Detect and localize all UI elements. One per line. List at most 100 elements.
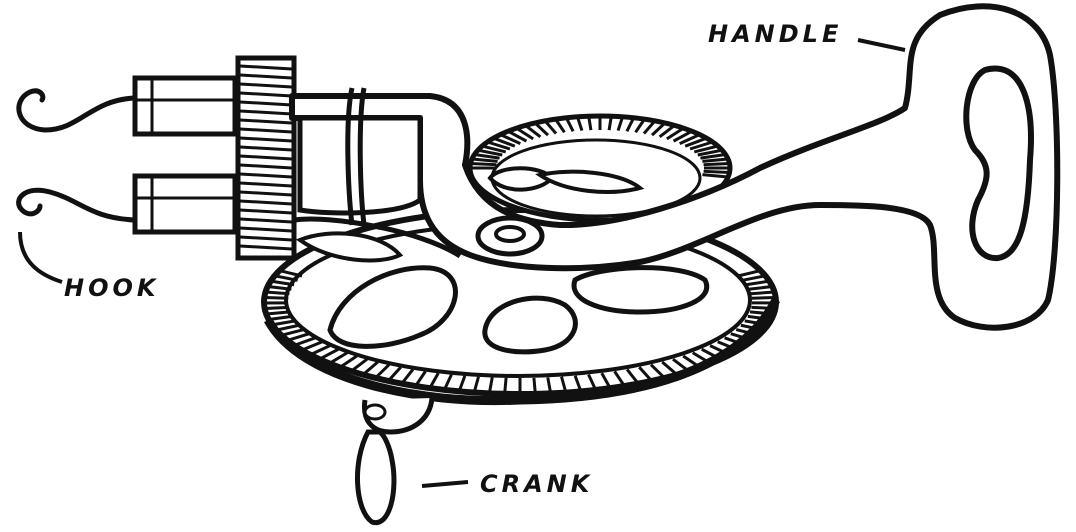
pinion-tooth — [239, 154, 293, 161]
gear-tooth — [414, 370, 427, 387]
crank-label: CRANK — [480, 470, 594, 498]
gear-tooth — [318, 347, 339, 361]
gear-tooth — [742, 274, 766, 282]
pinion-tooth — [239, 82, 293, 89]
gear-tooth — [693, 144, 719, 154]
pinion-tooth — [239, 127, 293, 134]
gear-hole — [295, 231, 404, 263]
gear-tooth — [481, 144, 507, 154]
pinion-tooth — [239, 100, 293, 107]
gear-tooth — [745, 279, 770, 287]
gear-tooth — [281, 328, 305, 337]
gear-tooth — [697, 148, 723, 157]
hook-assembly — [16, 75, 238, 235]
gear-tooth — [634, 118, 646, 134]
gear-tooth — [492, 136, 516, 148]
gear-tooth — [666, 126, 685, 141]
gear-tooth — [546, 377, 553, 394]
pinion-tooth — [239, 226, 293, 233]
gear-tooth — [301, 340, 323, 352]
gear-tooth — [339, 354, 358, 369]
gear-tooth — [350, 357, 368, 373]
hook-label: HOOK — [64, 274, 160, 302]
gear-tooth — [274, 274, 298, 282]
gear-tooth — [472, 376, 480, 393]
gear-tooth — [702, 173, 729, 179]
gear-tooth — [286, 332, 310, 342]
gear-tooth — [524, 124, 542, 139]
gear-tooth — [374, 363, 391, 380]
gear-tooth — [703, 169, 730, 175]
gear-tooth — [703, 161, 730, 167]
pinion-tooth — [239, 109, 293, 116]
gear-tooth — [679, 133, 701, 145]
gear-tooth — [267, 285, 292, 291]
frame-and-handle — [289, 3, 1061, 331]
gear-tooth — [625, 117, 635, 132]
gear-tooth — [638, 366, 653, 382]
gear-tooth — [573, 375, 583, 392]
gear-tooth — [442, 373, 453, 391]
gear-hole — [482, 295, 578, 355]
gear-tooth — [748, 285, 773, 291]
gear-tooth — [268, 314, 293, 321]
hook-leader-line — [18, 231, 63, 284]
gear-tooth — [616, 116, 624, 132]
gear-tooth — [543, 119, 558, 135]
gear-tooth — [503, 377, 508, 394]
gear-tooth — [487, 377, 494, 394]
gear-tooth — [750, 290, 775, 296]
gear-tooth — [264, 295, 289, 300]
gear-tooth — [362, 360, 379, 376]
gear-tooth — [650, 121, 667, 137]
pinion-tooth — [239, 208, 293, 215]
handle-label: HANDLE — [708, 20, 843, 48]
gear-tooth — [328, 351, 349, 365]
gear-tooth — [751, 295, 776, 300]
gear-tooth — [587, 373, 598, 391]
pinion-tooth — [239, 199, 293, 206]
gear-tooth — [471, 157, 498, 163]
pinion-tooth — [239, 190, 293, 197]
gear-tooth — [576, 116, 584, 132]
small-bevel-gear — [467, 113, 733, 223]
gear-tooth — [533, 121, 550, 137]
pinion-tooth — [239, 64, 293, 71]
gear-tooth — [474, 153, 500, 160]
gear-hole — [571, 265, 710, 315]
gear-tooth — [560, 376, 568, 393]
gear-tooth — [279, 269, 303, 278]
gear-tooth — [270, 279, 295, 287]
pinion-tooth — [239, 235, 293, 242]
gear-tooth — [457, 375, 467, 392]
pinion-gear — [235, 55, 297, 261]
gear-tooth — [737, 269, 761, 278]
gear-tooth — [309, 344, 331, 357]
gear-tooth — [600, 372, 612, 389]
gear-tooth — [532, 377, 537, 394]
handle-leader-line — [857, 38, 906, 52]
gear-tooth — [672, 129, 693, 143]
pinion-tooth — [239, 163, 293, 170]
gear-tooth — [265, 290, 290, 296]
gear-tooth — [293, 336, 316, 347]
gear-tooth — [702, 157, 729, 163]
gear-tooth — [266, 310, 291, 316]
gear-hole — [327, 265, 458, 349]
crank-knob — [354, 397, 435, 526]
pinion-tooth — [239, 181, 293, 188]
gear-tooth — [649, 363, 666, 380]
gear-tooth — [607, 115, 613, 131]
gear-tooth — [507, 129, 528, 143]
gear-tooth — [499, 133, 521, 145]
gear-tooth — [587, 115, 593, 131]
gear-tooth — [625, 368, 640, 385]
pinion-tooth — [239, 91, 293, 98]
pinion-tooth — [239, 244, 293, 251]
gear-tooth — [689, 140, 714, 151]
pinion-tooth — [239, 172, 293, 179]
gear-tooth — [400, 368, 415, 385]
gear-tooth — [387, 366, 402, 382]
